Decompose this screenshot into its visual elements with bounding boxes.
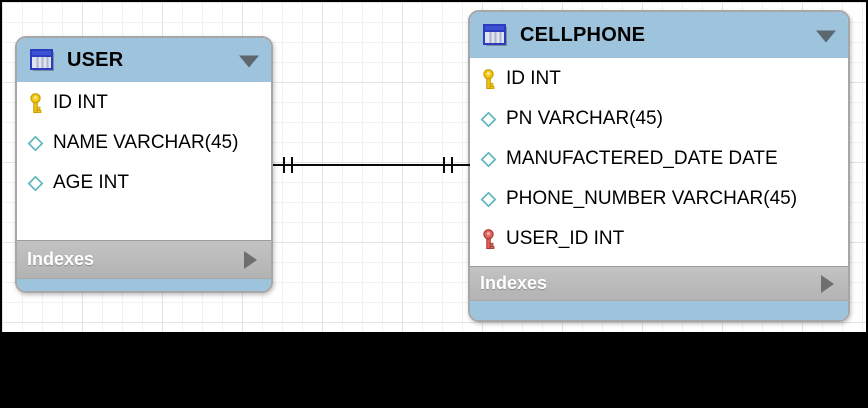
expand-arrow-icon [821,274,834,293]
column-label: ID INT [506,68,561,89]
column-label: PHONE_NUMBER VARCHAR(45) [506,188,798,209]
column-label: PN VARCHAR(45) [506,108,663,129]
table-node-cellphone[interactable]: CELLPHONE ID INT [468,10,850,322]
collapse-toggle-icon[interactable] [239,55,259,68]
foreign-key-icon [479,228,497,250]
primary-key-icon [479,68,497,90]
column-row[interactable]: PN VARCHAR(45) [470,99,848,139]
indexes-label: Indexes [27,249,95,269]
column-label: NAME VARCHAR(45) [53,132,239,153]
column-row[interactable]: PHONE_NUMBER VARCHAR(45) [470,179,848,219]
column-label: ID INT [53,92,108,113]
cardinality-tick [451,157,453,173]
cardinality-tick [283,157,285,173]
column-row[interactable]: NAME VARCHAR(45) [17,123,271,163]
column-row[interactable]: ID INT [470,59,848,99]
table-title: USER [67,48,124,71]
expand-arrow-icon [244,250,257,269]
cardinality-tick [291,157,293,173]
column-icon [479,111,497,128]
table-header[interactable]: CELLPHONE [470,12,848,58]
primary-key-icon [26,92,44,114]
diagram-canvas[interactable]: USER ID INT [2,2,866,332]
table-title: CELLPHONE [520,23,646,46]
column-icon [26,135,44,152]
column-label: USER_ID INT [506,228,625,249]
indexes-label: Indexes [480,273,548,293]
table-header[interactable]: USER [17,38,271,82]
bottom-black-band [0,332,868,408]
table-columns: ID INT NAME VARCHAR(45) [17,82,271,240]
table-icon [29,48,56,73]
cardinality-tick [443,157,445,173]
column-row[interactable]: AGE INT [17,163,271,203]
relationship-line[interactable] [273,164,470,166]
table-icon [482,23,509,48]
column-row[interactable]: ID INT [17,83,271,123]
table-bottom-strip [17,278,271,291]
table-bottom-strip [470,300,848,320]
column-icon [479,191,497,208]
indexes-footer[interactable]: Indexes [17,240,271,278]
column-label: MANUFACTERED_DATE DATE [506,148,778,169]
table-node-user[interactable]: USER ID INT [15,36,273,293]
collapse-toggle-icon[interactable] [816,30,836,43]
column-icon [479,151,497,168]
column-row[interactable]: USER_ID INT [470,219,848,259]
column-row[interactable]: MANUFACTERED_DATE DATE [470,139,848,179]
table-columns: ID INT PN VARCHAR(45) [470,58,848,266]
indexes-footer[interactable]: Indexes [470,266,848,300]
column-label: AGE INT [53,172,130,193]
column-icon [26,175,44,192]
